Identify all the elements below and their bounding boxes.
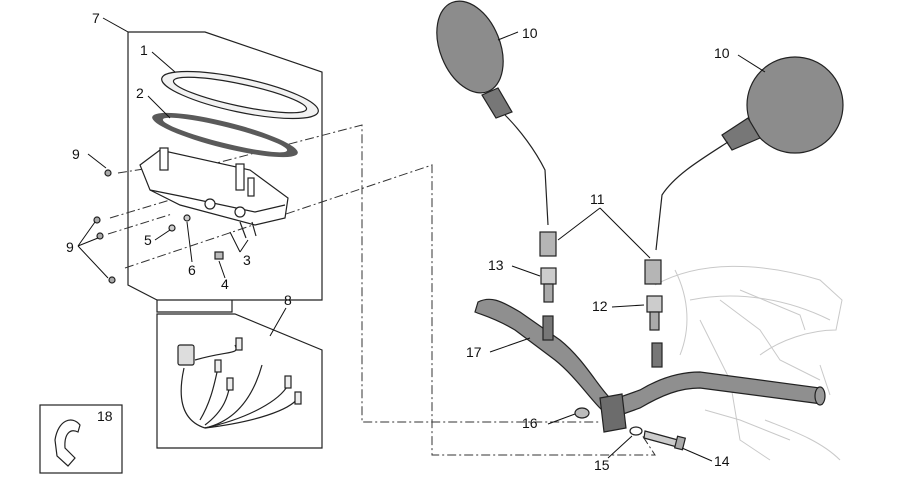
spacer-11-left	[539, 231, 557, 257]
callout-14: 14	[714, 453, 730, 469]
part-6-screw	[183, 214, 191, 222]
instrument-gasket	[152, 112, 298, 158]
bolt-14	[643, 430, 687, 451]
callout-11: 11	[590, 191, 605, 207]
callout-4: 4	[221, 276, 229, 292]
group-box-7	[128, 31, 323, 313]
callout-5: 5	[144, 232, 152, 248]
callout-17: 17	[466, 344, 482, 360]
group-box-7-left	[127, 32, 158, 301]
washer-16	[574, 407, 590, 419]
callout-3: 3	[243, 252, 251, 268]
callout-18: 18	[97, 408, 113, 424]
bracket-18	[54, 419, 81, 467]
callout-6: 6	[188, 262, 196, 278]
scooter-body-outline	[654, 265, 843, 461]
screws-9	[93, 169, 116, 284]
callout-7: 7	[92, 10, 100, 26]
callout-15: 15	[594, 457, 610, 473]
leader-lines	[77, 17, 766, 462]
adapter-13	[540, 267, 557, 303]
small-hardware	[168, 214, 224, 260]
instrument-housing	[139, 147, 289, 239]
group-box-8	[156, 313, 323, 449]
instrument-cover	[161, 70, 319, 120]
callout-2: 2	[136, 85, 144, 101]
part-5-screw	[168, 224, 176, 232]
callout-10-right: 10	[714, 45, 730, 61]
part-4-clip	[214, 251, 224, 260]
callout-12: 12	[592, 298, 608, 314]
mirror-left	[436, 0, 549, 226]
washer-15	[629, 426, 643, 436]
spacer-11-right	[644, 259, 662, 285]
callout-9-top: 9	[72, 146, 80, 162]
callout-9-bottom: 9	[66, 239, 74, 255]
group-box-18	[39, 404, 123, 474]
callout-1: 1	[140, 42, 148, 58]
mirror-right	[655, 56, 844, 251]
callout-13: 13	[488, 257, 504, 273]
callout-16: 16	[522, 415, 538, 431]
handlebar	[474, 298, 826, 433]
wiring-harness	[177, 337, 302, 429]
callout-10-left: 10	[522, 25, 538, 41]
callout-8: 8	[284, 292, 292, 308]
adapter-12	[646, 295, 663, 331]
